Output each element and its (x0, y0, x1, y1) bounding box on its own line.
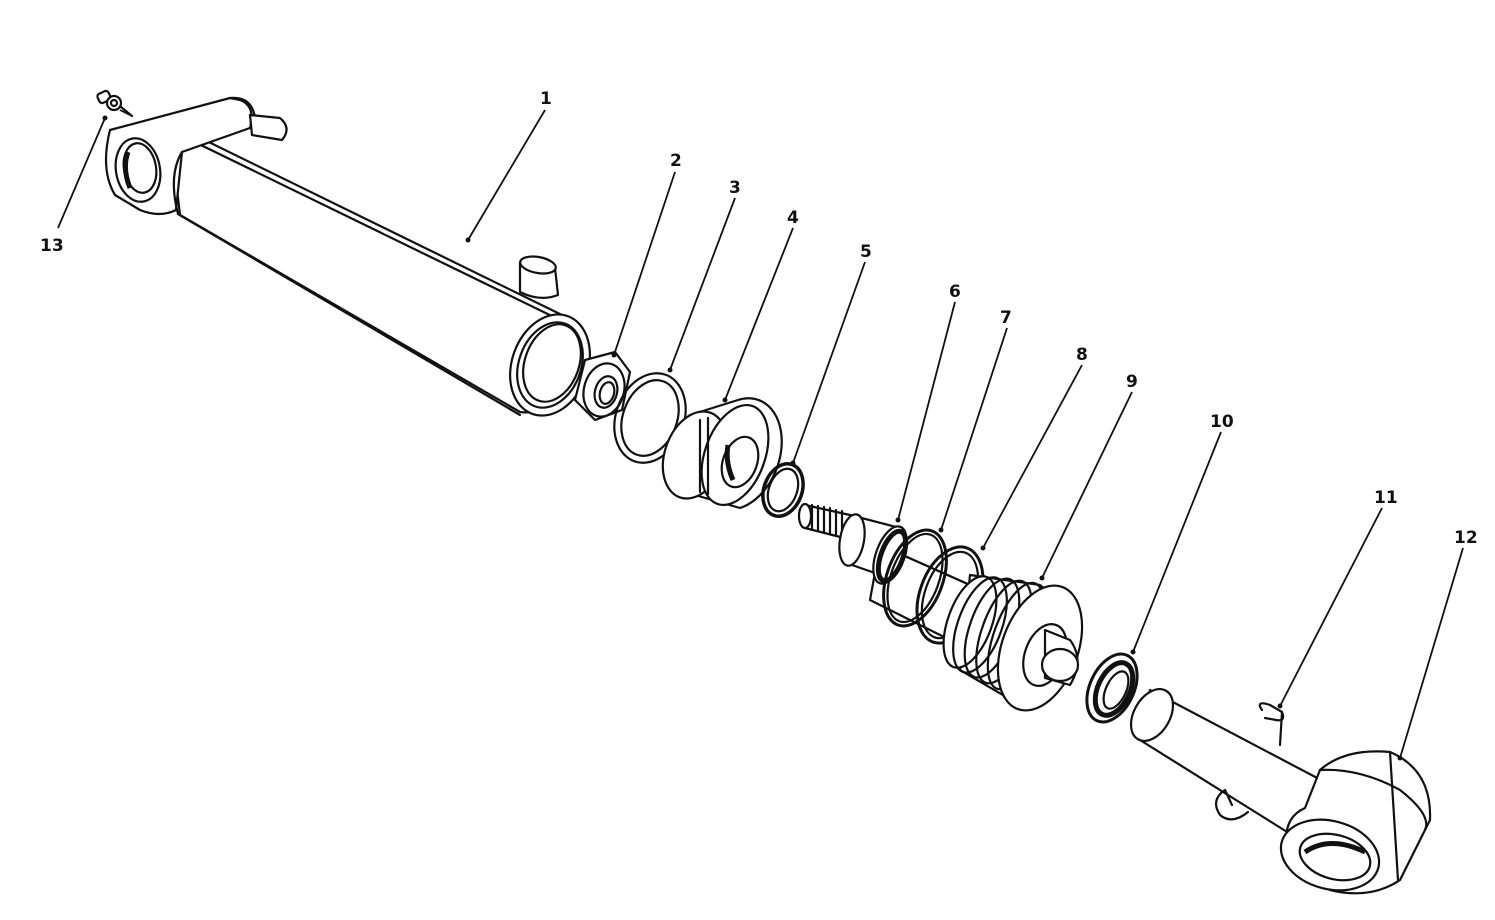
part-13-grease-fitting (96, 89, 134, 118)
part-7-ring (882, 528, 948, 628)
callout-6: 6 (949, 282, 961, 302)
callout-dots (102, 115, 1403, 761)
callout-3: 3 (729, 178, 741, 198)
part-10-wiper-seal (1085, 652, 1139, 724)
callout-7: 7 (1000, 308, 1012, 328)
part-12-rod-end (1129, 688, 1432, 895)
callout-1: 1 (540, 89, 552, 109)
callout-5: 5 (860, 242, 872, 262)
callout-leaders (57, 109, 1464, 759)
callout-10: 10 (1210, 412, 1234, 432)
callout-4: 4 (787, 208, 799, 228)
callout-12: 12 (1454, 528, 1478, 548)
callout-8: 8 (1076, 345, 1088, 365)
part-9-piston (942, 573, 1084, 712)
part-11-hitch-pin-clip (1214, 702, 1285, 821)
part-2-hex-nut (573, 350, 632, 422)
callout-13: 13 (40, 236, 64, 256)
callout-labels: 1 2 3 4 5 6 7 8 9 10 11 12 13 (40, 89, 1478, 548)
part-1-cylinder-barrel (104, 96, 591, 417)
part-4-gland (661, 397, 783, 510)
callout-9: 9 (1126, 372, 1138, 392)
callout-11: 11 (1374, 488, 1398, 508)
callout-2: 2 (670, 151, 682, 171)
part-6-seal (872, 525, 909, 585)
